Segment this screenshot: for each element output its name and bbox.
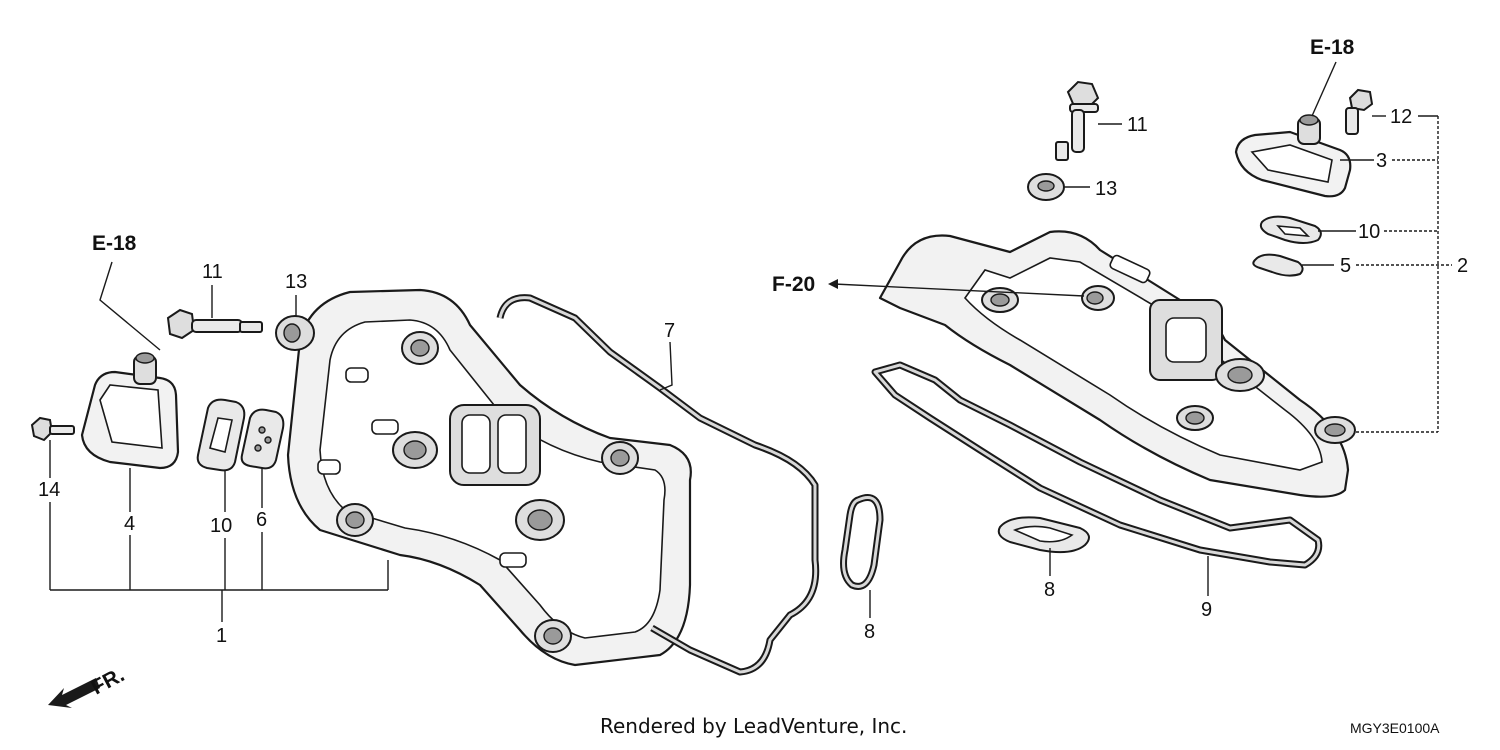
collar-13-right (1027, 173, 1065, 201)
credit-text: Rendered by LeadVenture, Inc. (600, 714, 907, 738)
callout-8-left: 8 (864, 621, 875, 643)
bolt-12 (1345, 88, 1374, 135)
plate-5 (1252, 253, 1304, 277)
front-direction-arrow (48, 678, 100, 708)
collar-13-left (275, 315, 315, 351)
left-leaders (49, 261, 871, 622)
plate-6 (240, 408, 285, 470)
callout-6: 6 (256, 509, 267, 531)
callout-5: 5 (1340, 255, 1351, 277)
head-cover-rear (878, 230, 1356, 498)
bolt-11-right (1055, 80, 1100, 161)
callout-13-right: 13 (1095, 178, 1117, 200)
front-direction-label: FR. (88, 663, 129, 699)
seal-8-right (997, 516, 1090, 554)
callout-13-left: 13 (285, 271, 307, 293)
callout-14: 14 (38, 479, 60, 501)
callout-9: 9 (1201, 599, 1212, 621)
reference-f20: F-20 (772, 273, 815, 296)
bolt-11-left (166, 308, 263, 340)
reference-e18-left: E-18 (92, 232, 137, 255)
gasket-10-left (196, 398, 246, 472)
head-cover-gasket-front (496, 294, 820, 676)
callout-10-left: 10 (210, 515, 232, 537)
diagram-code: MGY3E0100A (1350, 720, 1440, 736)
callout-1: 1 (216, 625, 227, 647)
callout-12: 12 (1390, 106, 1412, 128)
callout-3: 3 (1376, 150, 1387, 172)
reference-e18-right: E-18 (1310, 36, 1355, 59)
breather-cover-front (80, 352, 180, 470)
head-cover-front (286, 288, 692, 667)
callout-11-left: 11 (202, 261, 223, 283)
gasket-10-right (1259, 215, 1322, 244)
seal-8-left (840, 494, 884, 590)
callout-8-right: 8 (1044, 579, 1055, 601)
callout-4: 4 (124, 513, 135, 535)
breather-cover-rear (1234, 114, 1352, 198)
bolt-14 (30, 416, 75, 442)
callout-7: 7 (664, 320, 675, 342)
head-cover-gasket-rear (871, 361, 1323, 569)
right-leaders (828, 61, 1452, 596)
callout-10-right: 10 (1358, 221, 1380, 243)
callout-11-right: 11 (1127, 114, 1148, 136)
callout-2: 2 (1457, 255, 1468, 277)
